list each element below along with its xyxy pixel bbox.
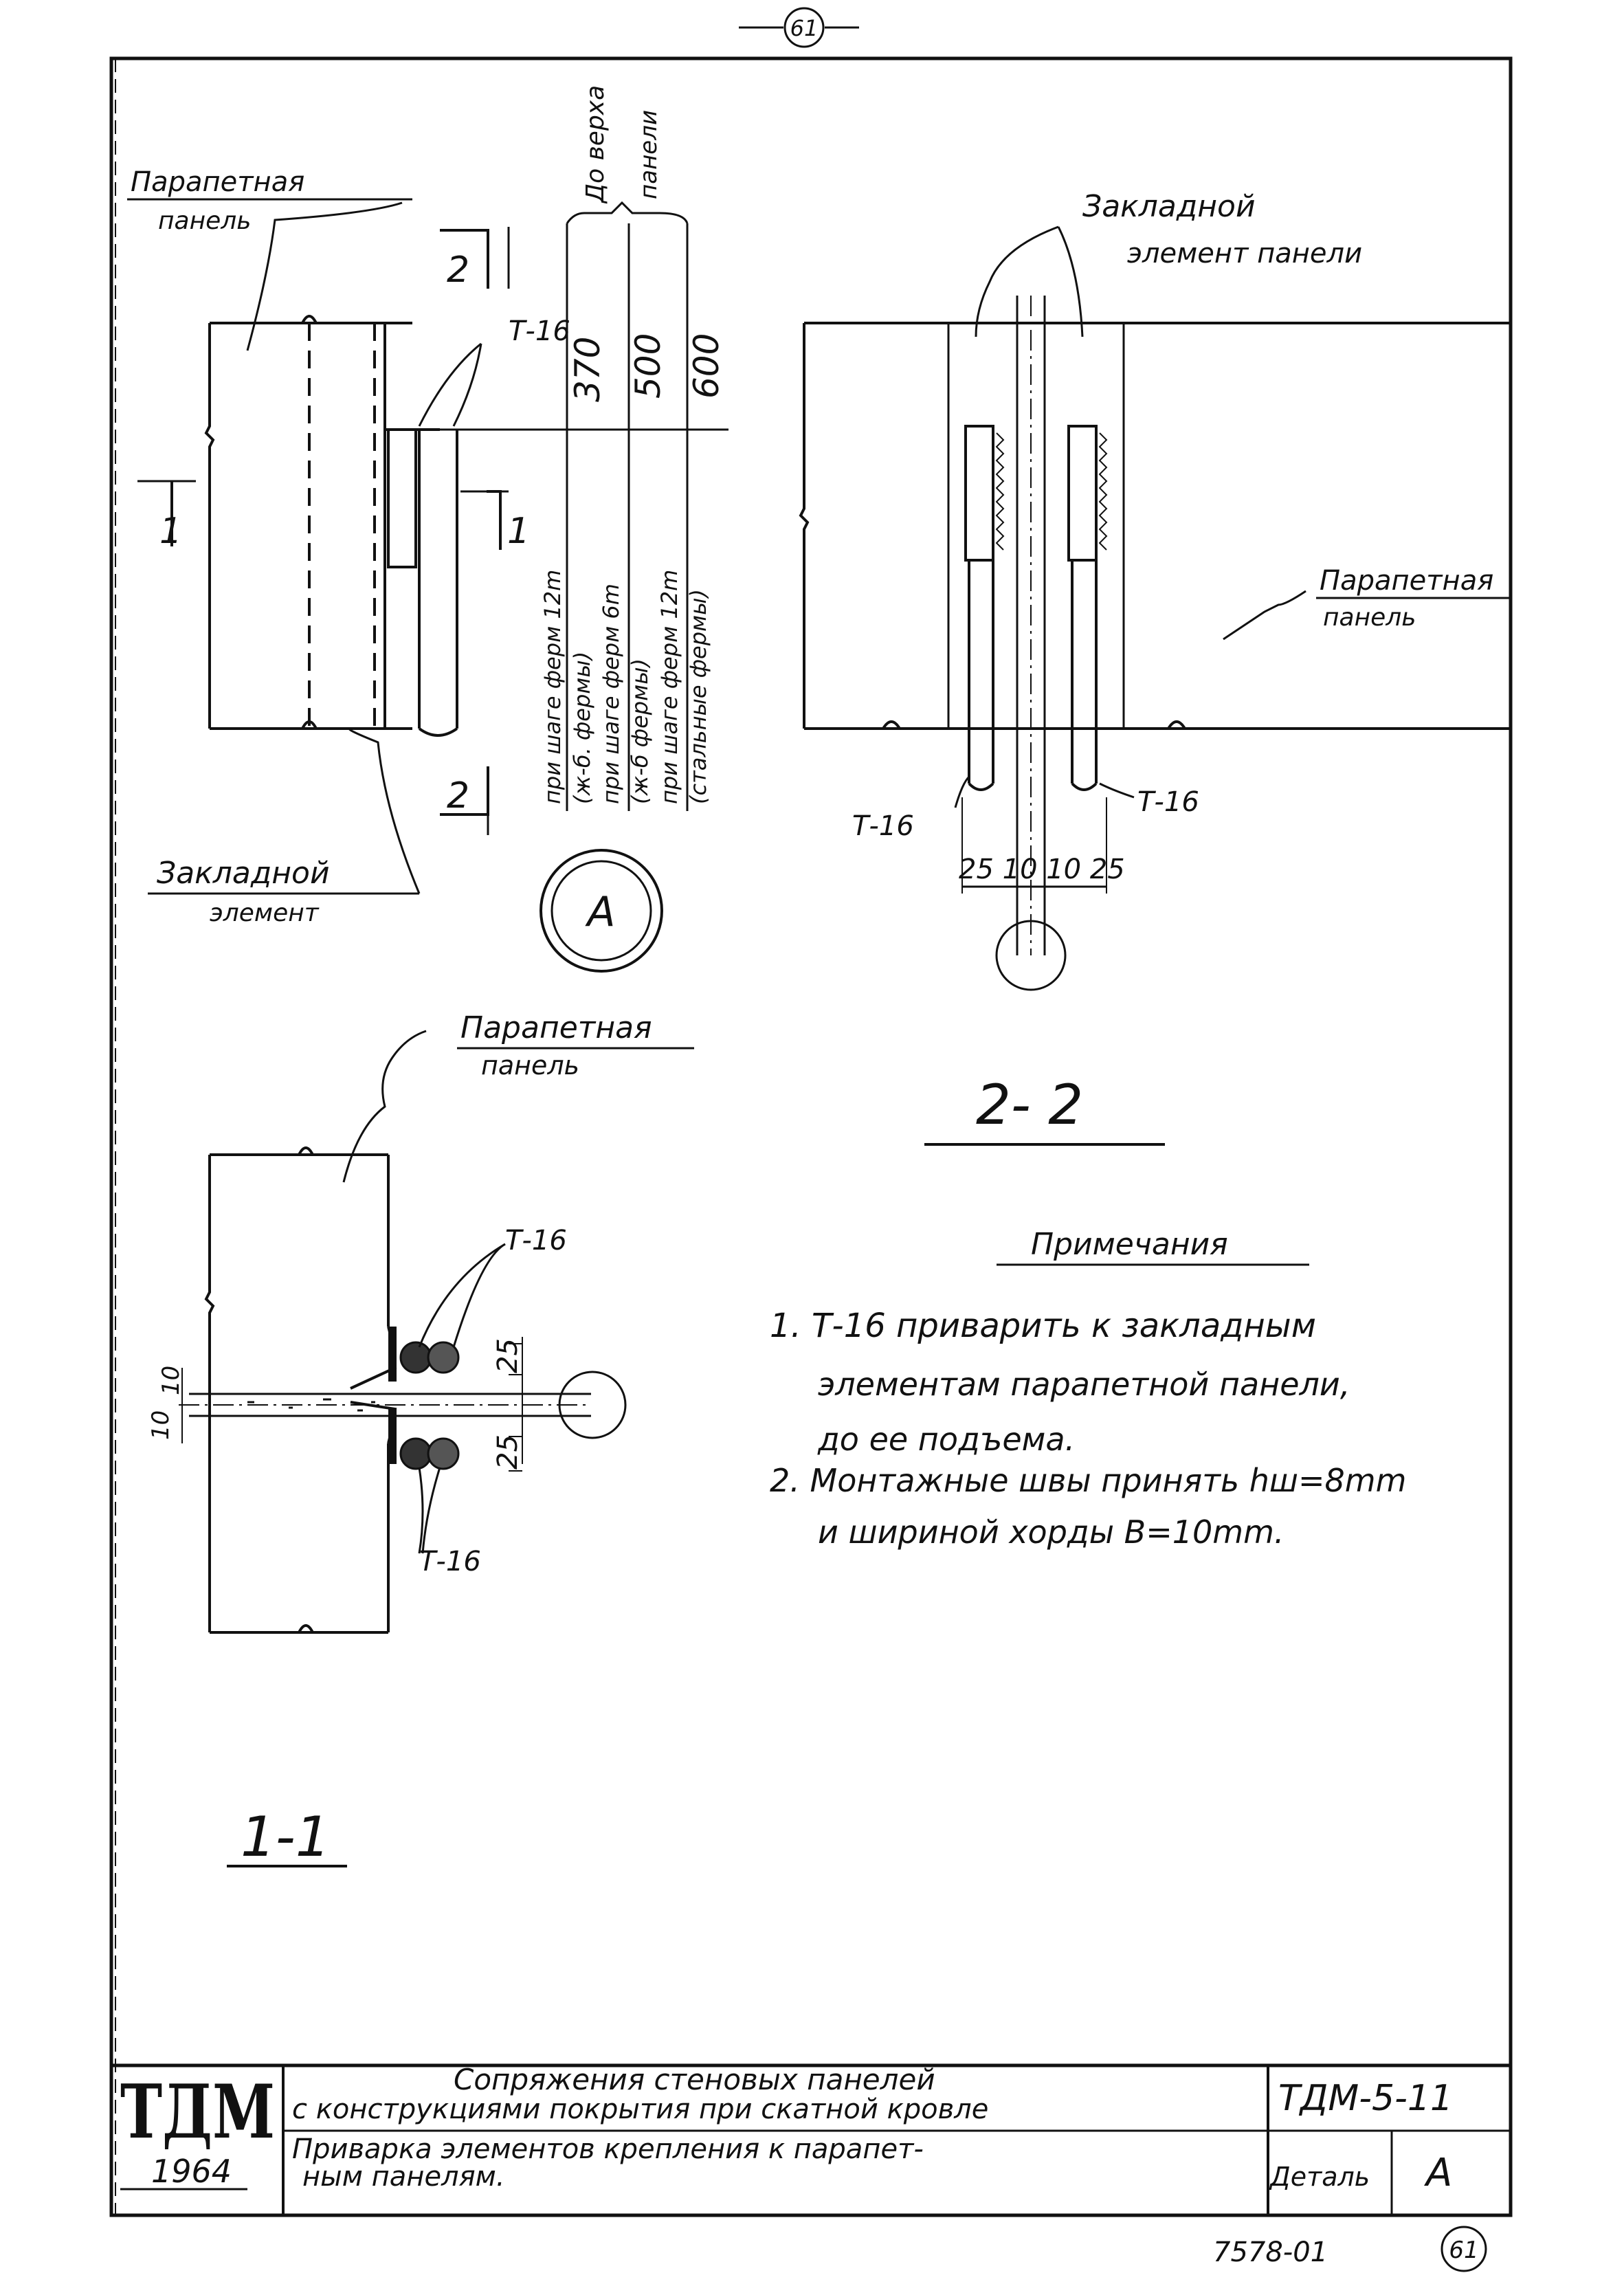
title-block-title-line1: Сопряжения стеновых панелей: [454, 2063, 935, 2096]
s22-title: 2- 2: [976, 1073, 1083, 1137]
s11-panel-label-line2: панель: [481, 1050, 579, 1080]
view-a-dim-desc-1a: при шаге ферм 12m: [540, 570, 566, 804]
title-block-subtitle-line1: Приварка элементов крепления к парапет-: [292, 2133, 924, 2165]
s22-panel-label-line2: панель: [1323, 603, 1416, 632]
page-number-bottom: 61: [1449, 2237, 1478, 2264]
view-a-dim-header-line2: панели: [635, 110, 663, 199]
title-block-title-line2: с конструкциями покрытия при скатной кро…: [292, 2094, 988, 2125]
view-a-section-mark-1-right: 1: [507, 511, 530, 552]
view-a-section-mark-1-left: 1: [159, 511, 182, 552]
view-a-embed-label-line2: элемент: [210, 899, 320, 927]
title-block-logo: ТДМ: [120, 2069, 275, 2155]
view-a-dim-desc-3a: при шаге ферм 12m: [656, 570, 682, 804]
title-block-detail-value: А: [1424, 2151, 1452, 2195]
sheet-frame: [109, 56, 1513, 2217]
view-a: [137, 201, 728, 973]
view-a-section-mark-2-top: 2: [447, 250, 469, 291]
note-line-3: до ее подъема.: [817, 1421, 1075, 1458]
view-a-panel-label-line2: панель: [158, 207, 252, 235]
s22-t16-right: Т-16: [1137, 786, 1199, 818]
view-a-dim-value-1: 370: [568, 337, 608, 402]
view-a-dim-header-line1: До верха: [581, 85, 610, 204]
page-number-bottom-circle: [1441, 2226, 1487, 2272]
s11-t16-bottom: Т-16: [419, 1546, 481, 1577]
view-a-dim-value-3: 600: [687, 333, 726, 399]
page-number-top-text: 61: [790, 15, 819, 41]
s11-dim-25-top: 25: [492, 1338, 524, 1373]
section-2-2: [799, 225, 1512, 1146]
view-a-detail-mark: А: [584, 888, 615, 936]
view-a-dim-desc-2b: (ж-б фермы): [627, 658, 653, 804]
title-block-code: ТДМ-5-11: [1278, 2078, 1453, 2119]
s11-dim-10b: 10: [147, 1410, 175, 1440]
view-a-dim-desc-3b: (стальные фермы): [685, 589, 711, 804]
s11-t16-top: Т-16: [505, 1225, 567, 1256]
section-1-1: [179, 1030, 627, 1867]
archive-code: 7578-01: [1213, 2237, 1328, 2268]
note-line-2: элементам парапетной панели,: [818, 1366, 1350, 1403]
s22-embed-label-line1: Закладной: [1082, 189, 1256, 224]
view-a-section-mark-2-bottom: 2: [447, 775, 469, 817]
view-a-dim-value-2: 500: [628, 333, 668, 399]
page-number-top: 61: [739, 7, 859, 48]
note-line-5: и шириной хорды В=10mm.: [818, 1514, 1284, 1551]
title-block-subtitle-line2: ным панелям.: [302, 2161, 505, 2193]
s22-dim-values: 25 10 10 25: [959, 854, 1125, 885]
view-a-embed-label-line1: Закладной: [157, 856, 330, 891]
title-block-year: 1964: [151, 2153, 232, 2190]
s11-panel-label-line1: Парапетная: [460, 1010, 652, 1045]
s22-panel-label-line1: Парапетная: [1320, 565, 1493, 597]
view-a-t16-label: Т-16: [509, 315, 570, 347]
view-a-dim-desc-2a: при шаге ферм 6m: [598, 584, 624, 804]
view-a-panel-label-line1: Парапетная: [131, 166, 304, 198]
s11-title: 1-1: [241, 1805, 331, 1869]
note-line-1: 1. Т-16 приварить к закладным: [770, 1307, 1316, 1345]
notes-heading: Примечания: [1031, 1227, 1228, 1262]
s22-t16-left: Т-16: [852, 810, 914, 842]
title-block: [111, 2063, 1511, 2215]
s22-embed-label-line2: элемент панели: [1127, 238, 1362, 269]
s11-dim-10a: 10: [157, 1366, 185, 1395]
view-a-dim-desc-1b: (ж-б. фермы): [569, 652, 595, 804]
title-block-detail-label: Деталь: [1269, 2162, 1370, 2192]
note-line-4: 2. Монтажные швы принять hш=8mm: [770, 1462, 1406, 1499]
s11-dim-25-bottom: 25: [492, 1434, 524, 1470]
